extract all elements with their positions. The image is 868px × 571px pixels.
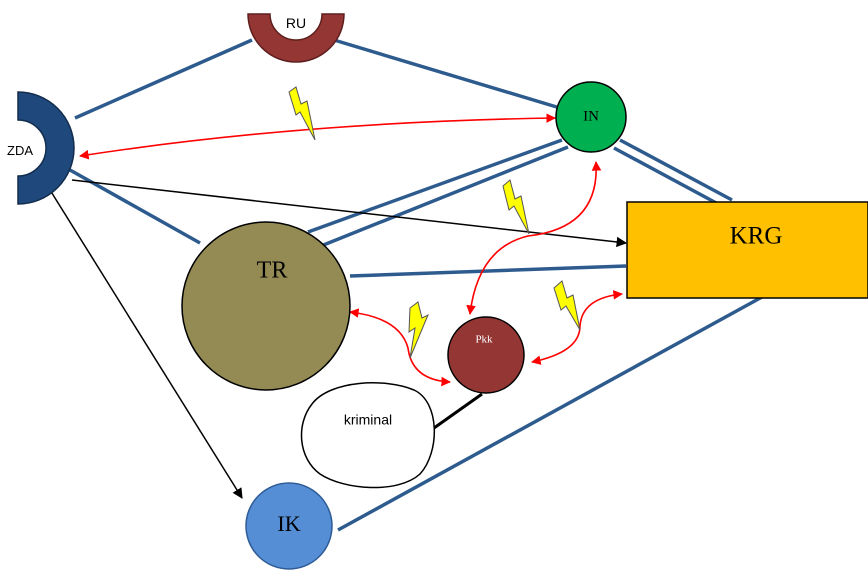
- conflict-in-pkk: [466, 161, 602, 315]
- kriminal-node: [300, 382, 436, 489]
- pkk-label: Pkk: [475, 334, 493, 346]
- ik-node: [245, 482, 333, 570]
- line-tr-krg: [349, 264, 627, 278]
- line-zda-tr: [69, 168, 201, 245]
- krg-label: KRG: [730, 223, 783, 250]
- ru-node: [247, 13, 345, 63]
- line-in-krg-1: [619, 138, 733, 202]
- line-ik-krg: [337, 295, 763, 532]
- line-zda-ru: [74, 38, 253, 120]
- line-ru-in: [333, 38, 561, 110]
- lightning-bolts: [288, 86, 581, 359]
- in-node: [555, 81, 627, 153]
- lightning-bolt-icon: [408, 301, 429, 359]
- lightning-bolt-icon: [502, 179, 530, 235]
- line-in-krg-2: [613, 146, 721, 207]
- tr-node: [181, 221, 351, 391]
- pkk-node: [447, 316, 525, 394]
- ik-label: IK: [277, 511, 300, 536]
- arrow-zda-ik: [49, 189, 243, 499]
- lightning-bolt-icon: [553, 280, 581, 331]
- conflict-krg-pkk: [531, 290, 623, 365]
- line-pkk-kriminal: [433, 392, 483, 430]
- tr-label: TR: [257, 258, 288, 284]
- conflict-tr-pkk: [349, 308, 451, 387]
- conflict-arrows: [79, 113, 623, 387]
- krg-node: [626, 201, 868, 299]
- ru-label: RU: [286, 15, 306, 31]
- zda-label: ZDA: [7, 143, 33, 158]
- conflict-zda-in: [79, 113, 556, 160]
- lightning-bolt-icon: [288, 86, 316, 141]
- in-label: IN: [583, 108, 599, 124]
- kriminal-label: kriminal: [344, 412, 392, 428]
- zda-node: [17, 91, 75, 205]
